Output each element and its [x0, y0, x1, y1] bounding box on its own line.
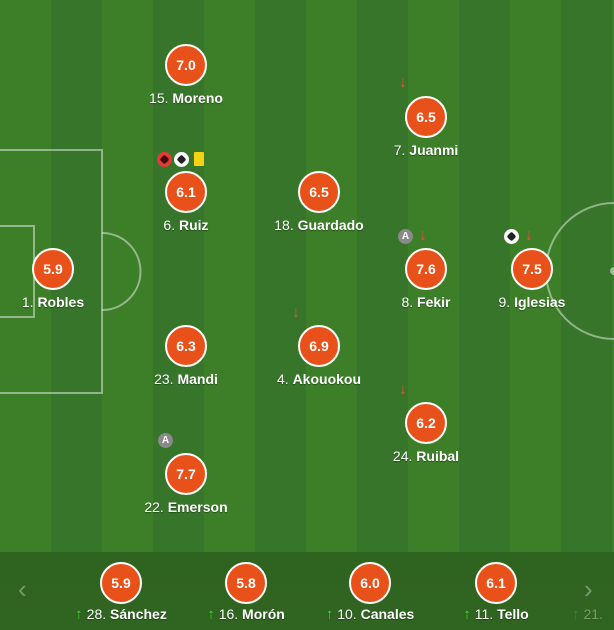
bench-player-sanchez[interactable]: 5.9 ↑28. Sánchez [61, 562, 181, 623]
prev-arrow-icon[interactable]: ‹ [18, 574, 27, 604]
rating-badge[interactable]: 7.5 [511, 248, 553, 290]
next-arrow-icon[interactable]: › [584, 574, 593, 604]
captain-icon: A [398, 228, 413, 244]
penalty-box-left [0, 149, 103, 394]
player-mandi[interactable]: 6.3 23. Mandi [126, 325, 246, 387]
own-goal-icon [157, 151, 172, 167]
player-events: ↓ [292, 305, 300, 321]
rating-badge[interactable]: 5.9 [100, 562, 142, 604]
goal-icon [504, 228, 519, 244]
rating-badge[interactable]: 6.3 [165, 325, 207, 367]
player-name: ↑10. Canales [325, 606, 415, 623]
player-moreno[interactable]: 7.0 15. Moreno [126, 44, 246, 106]
player-events: A ↓ [398, 228, 427, 244]
sub-in-arrow-icon: ↑ [463, 606, 471, 623]
player-ruibal[interactable]: 6.2 24. Ruibal [366, 402, 486, 464]
yellow-card-icon [194, 152, 204, 166]
goal-icon [174, 151, 189, 167]
player-name: 4. Akouokou [276, 371, 362, 387]
sub-out-arrow-icon: ↓ [399, 74, 407, 91]
player-akouokou[interactable]: 6.9 4. Akouokou [259, 325, 379, 387]
rating-badge[interactable]: 6.0 [349, 562, 391, 604]
player-guardado[interactable]: 6.5 18. Guardado [259, 171, 379, 233]
player-name: ↑11. Tello [463, 606, 529, 623]
center-spot [610, 267, 614, 275]
player-name: 24. Ruibal [392, 448, 460, 464]
rating-badge[interactable]: 6.2 [405, 402, 447, 444]
rating-badge[interactable]: 6.1 [475, 562, 517, 604]
player-events [157, 151, 204, 167]
player-name: 18. Guardado [274, 217, 364, 233]
player-name: 8. Fekir [401, 294, 451, 310]
player-name: 23. Mandi [154, 371, 218, 387]
rating-badge[interactable]: 7.0 [165, 44, 207, 86]
pitch: 7.0 15. Moreno ↓ 6.5 7. Juanmi 6.1 6. Ru… [0, 0, 614, 552]
player-name: 1. Robles [21, 294, 85, 310]
rating-badge[interactable]: 6.5 [298, 171, 340, 213]
sub-out-arrow-icon: ↓ [292, 304, 300, 321]
rating-badge[interactable]: 5.9 [32, 248, 74, 290]
sub-in-arrow-icon: ↑ [207, 606, 215, 623]
player-robles[interactable]: 5.9 1. Robles [0, 248, 113, 310]
sub-in-arrow-icon: ↑ [75, 606, 83, 623]
player-name: 6. Ruiz [163, 217, 209, 233]
rating-badge[interactable]: 6.1 [165, 171, 207, 213]
bench-player-moron[interactable]: 5.8 ↑16. Morón [186, 562, 306, 623]
player-iglesias[interactable]: 7.5 9. Iglesias [472, 248, 592, 310]
sub-out-arrow-icon: ↓ [525, 227, 533, 244]
substitutes-bar: ‹ 5.9 ↑28. Sánchez 5.8 ↑16. Morón 6.0 ↑1… [0, 552, 614, 630]
player-juanmi[interactable]: 6.5 7. Juanmi [366, 96, 486, 158]
player-name: ↑28. Sánchez [75, 606, 167, 623]
rating-badge[interactable]: 7.7 [165, 453, 207, 495]
player-fekir[interactable]: 7.6 8. Fekir [366, 248, 486, 310]
sub-in-arrow-icon: ↑ [325, 606, 334, 623]
rating-badge[interactable]: 7.6 [405, 248, 447, 290]
sub-out-arrow-icon: ↓ [419, 227, 427, 244]
bench-player-tello[interactable]: 6.1 ↑11. Tello [436, 562, 556, 623]
player-name: 9. Iglesias [498, 294, 566, 310]
bench-player-canales[interactable]: 6.0 ↑10. Canales [310, 562, 430, 623]
player-name: 7. Juanmi [393, 142, 459, 158]
player-name: 15. Moreno [149, 90, 223, 106]
penalty-arc-left [101, 232, 142, 311]
player-events: ↓ [504, 228, 533, 244]
player-emerson[interactable]: 7.7 22. Emerson [126, 453, 246, 515]
player-ruiz[interactable]: 6.1 6. Ruiz [126, 171, 246, 233]
bench-player-partial: ↑21. [572, 606, 603, 623]
player-events: ↓ [399, 75, 407, 91]
rating-badge[interactable]: 6.9 [298, 325, 340, 367]
player-events: ↓ [399, 382, 407, 398]
player-events: A [158, 432, 173, 448]
rating-badge[interactable]: 6.5 [405, 96, 447, 138]
player-name: 22. Emerson [144, 499, 228, 515]
captain-icon: A [158, 432, 173, 448]
sub-out-arrow-icon: ↓ [399, 381, 407, 398]
sub-in-arrow-icon: ↑ [572, 606, 580, 623]
rating-badge[interactable]: 5.8 [225, 562, 267, 604]
player-name: ↑16. Morón [207, 606, 285, 623]
